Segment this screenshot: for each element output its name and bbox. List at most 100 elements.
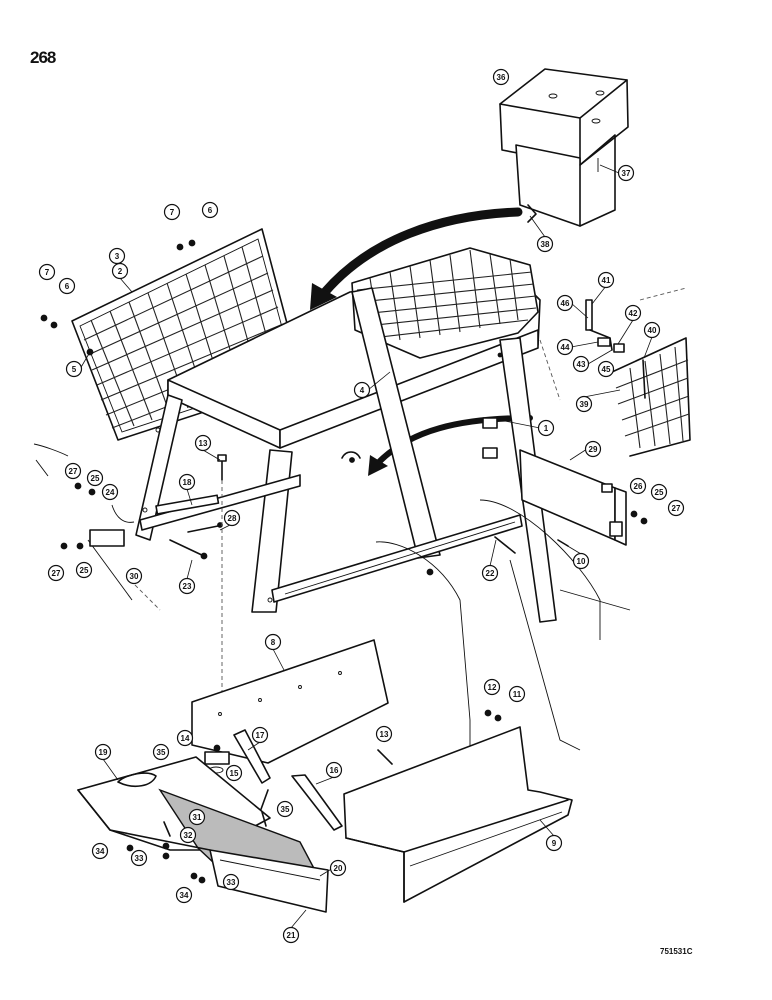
callout-20: 20	[329, 859, 347, 877]
callout-circle	[276, 800, 294, 818]
callout-41: 41	[597, 271, 615, 289]
callout-label: 7	[45, 268, 50, 277]
callout-circle	[597, 271, 615, 289]
callout-label: 35	[281, 805, 290, 814]
callout-circle	[545, 834, 563, 852]
callout-label: 37	[622, 169, 631, 178]
drawing-code: 751531C	[660, 947, 693, 956]
callout-22: 22	[481, 564, 499, 582]
callout-17: 17	[251, 726, 269, 744]
callout-34: 34	[91, 842, 109, 860]
callout-11: 11	[508, 685, 526, 703]
callout-circle	[125, 567, 143, 585]
callout-circle	[47, 564, 65, 582]
callout-circle	[179, 826, 197, 844]
callout-circle	[58, 277, 76, 295]
callout-29: 29	[584, 440, 602, 458]
callout-circle	[176, 729, 194, 747]
callout-label: 29	[589, 445, 598, 454]
callout-circle	[91, 842, 109, 860]
callout-label: 46	[561, 299, 570, 308]
callout-circle	[575, 395, 593, 413]
callout-16: 16	[325, 761, 343, 779]
hardware-bolts	[40, 239, 648, 745]
callout-label: 27	[52, 569, 61, 578]
callout-circle	[188, 808, 206, 826]
callout-19: 19	[94, 743, 112, 761]
callout-circle	[492, 68, 510, 86]
leader-lines	[79, 164, 653, 929]
callout-label: 13	[199, 439, 208, 448]
callout-26: 26	[629, 477, 647, 495]
callout-circle	[375, 725, 393, 743]
hinge-assembly	[539, 287, 691, 457]
callout-6: 6	[58, 277, 76, 295]
callout-21: 21	[282, 926, 300, 944]
callout-13: 13	[375, 725, 393, 743]
callout-33: 33	[222, 873, 240, 891]
callout-circle	[130, 849, 148, 867]
callout-label: 20	[334, 864, 343, 873]
callout-label: 17	[256, 731, 265, 740]
callout-42: 42	[624, 304, 642, 322]
callout-label: 13	[380, 730, 389, 739]
callout-circle	[223, 509, 241, 527]
callout-circle	[175, 886, 193, 904]
callout-label: 27	[672, 504, 681, 513]
seat-cushion	[499, 68, 629, 227]
callout-label: 9	[552, 839, 557, 848]
callout-circle	[483, 678, 501, 696]
callout-9: 9	[545, 834, 563, 852]
plate-hardware	[126, 811, 267, 884]
callout-label: 24	[106, 488, 115, 497]
callout-circle	[537, 419, 555, 437]
callout-circle	[325, 761, 343, 779]
callout-7: 7	[38, 263, 56, 281]
callout-circle	[597, 360, 615, 378]
callout-label: 40	[648, 326, 657, 335]
callout-circle	[101, 483, 119, 501]
callout-label: 22	[486, 569, 495, 578]
callout-40: 40	[643, 321, 661, 339]
seat-mesh	[356, 249, 537, 344]
callout-label: 15	[230, 769, 239, 778]
callout-circle	[178, 473, 196, 491]
callout-circle	[75, 561, 93, 579]
callout-30: 30	[125, 567, 143, 585]
assembly-arrow-upper	[310, 207, 523, 310]
callout-label: 44	[561, 343, 570, 352]
callout-circle	[643, 321, 661, 339]
callout-circle	[329, 859, 347, 877]
callout-6: 6	[201, 201, 219, 219]
callout-12: 12	[483, 678, 501, 696]
callout-8: 8	[264, 633, 282, 651]
callout-circle	[572, 355, 590, 373]
callout-5: 5	[65, 360, 83, 378]
callout-label: 42	[629, 309, 638, 318]
callout-label: 43	[577, 360, 586, 369]
callout-14: 14	[176, 729, 194, 747]
callout-label: 34	[180, 891, 189, 900]
callout-circle	[650, 483, 668, 501]
callout-label: 16	[330, 766, 339, 775]
seat-side-shield-outlines	[375, 499, 631, 760]
callout-label: 4	[360, 386, 365, 395]
callout-27: 27	[64, 462, 82, 480]
callout-label: 23	[183, 582, 192, 591]
callout-34: 34	[175, 886, 193, 904]
callout-label: 45	[602, 365, 611, 374]
callout-25: 25	[75, 561, 93, 579]
front-panel	[191, 639, 389, 764]
callout-label: 12	[488, 683, 497, 692]
callout-15: 15	[225, 764, 243, 782]
callout-circle	[152, 743, 170, 761]
callout-2: 2	[111, 262, 129, 280]
side-bracket	[519, 449, 627, 546]
callout-39: 39	[575, 395, 593, 413]
callout-circle	[201, 201, 219, 219]
callout-circle	[481, 564, 499, 582]
callout-label: 7	[170, 208, 175, 217]
callout-circle	[94, 743, 112, 761]
callout-18: 18	[178, 473, 196, 491]
callout-circle	[282, 926, 300, 944]
